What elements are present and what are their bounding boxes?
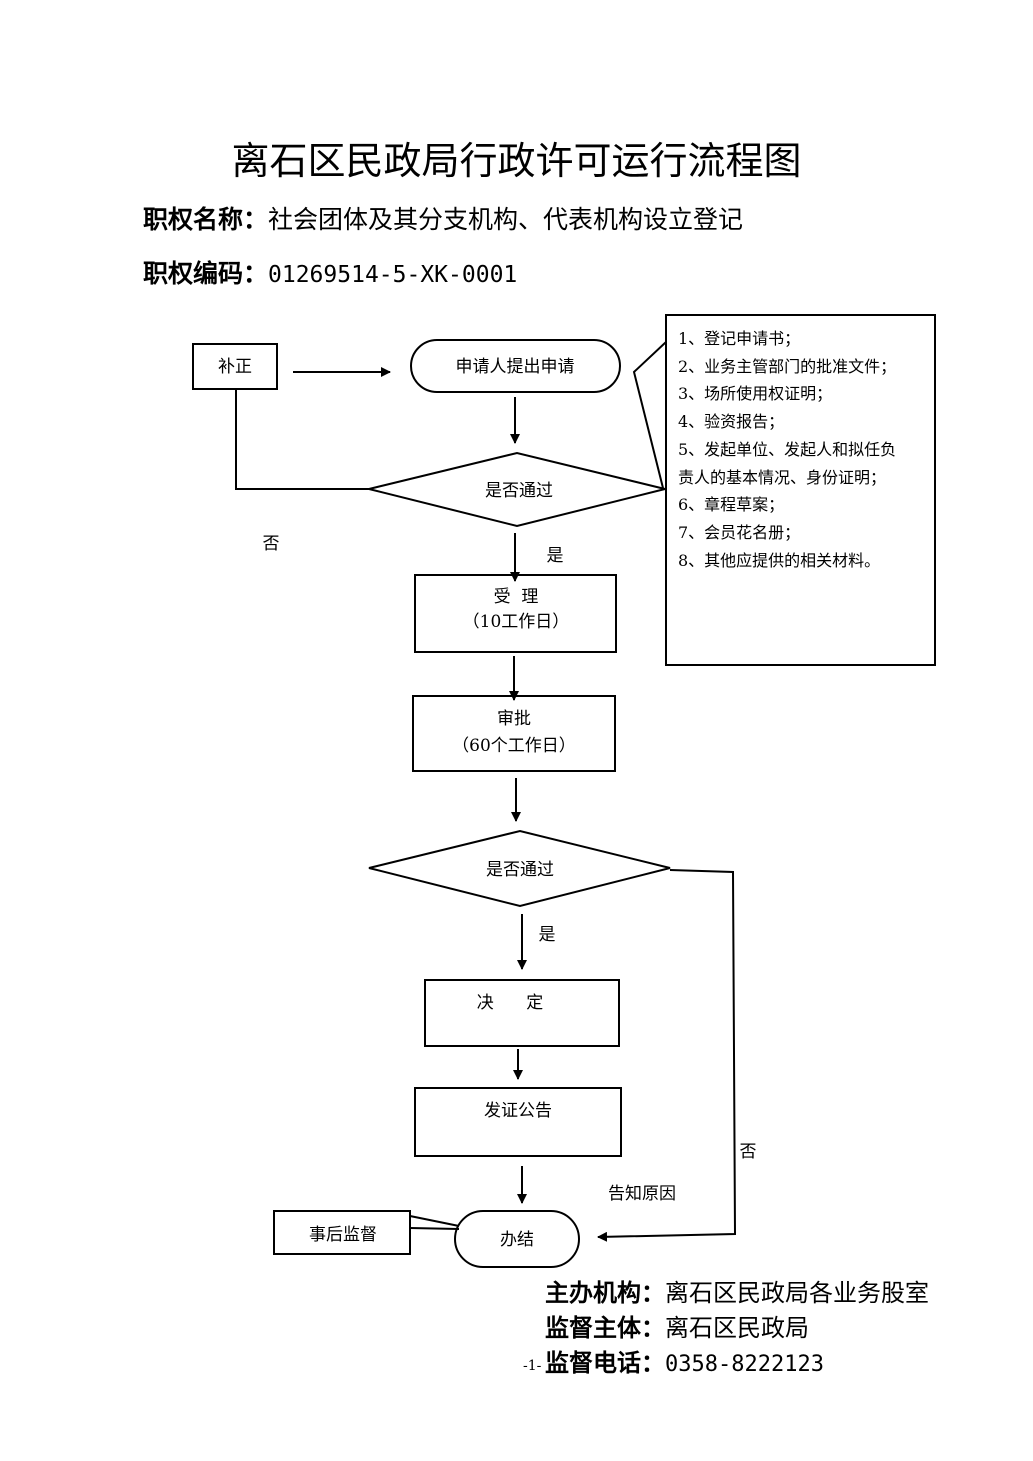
check1-no-label: 否 [263, 534, 280, 554]
footer-phone: 监督电话：0358-8222123 [545, 1343, 824, 1378]
phone-value: 0358-8222123 [665, 1352, 824, 1377]
notify-reason-label: 告知原因 [608, 1184, 676, 1204]
requirement-item: 6、章程草案； [678, 495, 785, 515]
supervisor-label: 监督主体： [545, 1313, 665, 1342]
requirements-list: 1、登记申请书； 2、业务主管部门的批准文件； 3、场所使用权证明； 4、验资报… [678, 325, 933, 574]
requirement-item: 3、场所使用权证明； [678, 384, 833, 404]
requirements-pointer [632, 341, 667, 489]
requirements-box [665, 314, 936, 666]
authority-name: 职权名称：社会团体及其分支机构、代表机构设立登记 [143, 200, 743, 236]
check-node-2 [368, 829, 671, 908]
apply-node [410, 339, 621, 393]
certificate-box [414, 1087, 622, 1157]
requirement-item: 5、发起单位、发起人和拟任负 [678, 439, 897, 459]
requirement-item: 7、会员花名册； [678, 522, 801, 542]
requirement-item: 4、验资报告； [678, 412, 785, 432]
supervise-label: 事后监督 [309, 1225, 377, 1245]
authority-name-value: 社会团体及其分支机构、代表机构设立登记 [268, 205, 744, 234]
accept-days: （10工作日） [463, 612, 570, 632]
requirement-item: 8、其他应提供的相关材料。 [678, 550, 881, 570]
supervise-box [273, 1210, 411, 1255]
supervisor-value: 离石区民政局 [665, 1314, 809, 1342]
authority-code-label: 职权编码： [143, 259, 269, 288]
supplement-label: 补正 [218, 357, 252, 377]
check2-no-label: 否 [740, 1142, 757, 1162]
line-check1-no-to-supplement [235, 389, 369, 490]
organizer-value: 离石区民政局各业务股室 [665, 1279, 929, 1307]
check2-label: 是否通过 [486, 860, 554, 880]
authority-code-value: 01269514-5-XK-0001 [268, 262, 518, 288]
complete-node [454, 1210, 580, 1268]
arrow-check2-no-to-complete [597, 869, 737, 1242]
page-number: -1- [523, 1358, 542, 1374]
decide-label: 决 定 [477, 993, 543, 1013]
organizer-label: 主办机构： [545, 1278, 665, 1307]
footer-organizer: 主办机构：离石区民政局各业务股室 [545, 1273, 929, 1308]
approve-title: 审批 [497, 709, 531, 729]
requirement-item: 1、登记申请书； [678, 329, 801, 348]
apply-label: 申请人提出申请 [456, 357, 575, 377]
authority-code: 职权编码：01269514-5-XK-0001 [143, 254, 517, 290]
check1-label: 是否通过 [485, 481, 553, 501]
approve-days: （60个工作日） [452, 736, 576, 756]
accept-title: 受 理 [494, 587, 539, 607]
requirement-item: 责人的基本情况、身份证明； [678, 467, 887, 487]
phone-label: 监督电话： [545, 1348, 665, 1377]
check1-yes-label: 是 [547, 546, 564, 566]
line-complete-to-supervise [409, 1215, 460, 1230]
footer-supervisor: 监督主体：离石区民政局 [545, 1308, 809, 1343]
page-title: 离石区民政局行政许可运行流程图 [231, 139, 802, 183]
check2-yes-label: 是 [539, 925, 556, 945]
approve-box [412, 695, 616, 772]
complete-label: 办结 [500, 1230, 534, 1250]
certificate-label: 发证公告 [484, 1101, 552, 1121]
decide-box [424, 979, 620, 1047]
requirement-item: 2、业务主管部门的批准文件； [678, 356, 897, 376]
authority-name-label: 职权名称： [143, 205, 269, 234]
